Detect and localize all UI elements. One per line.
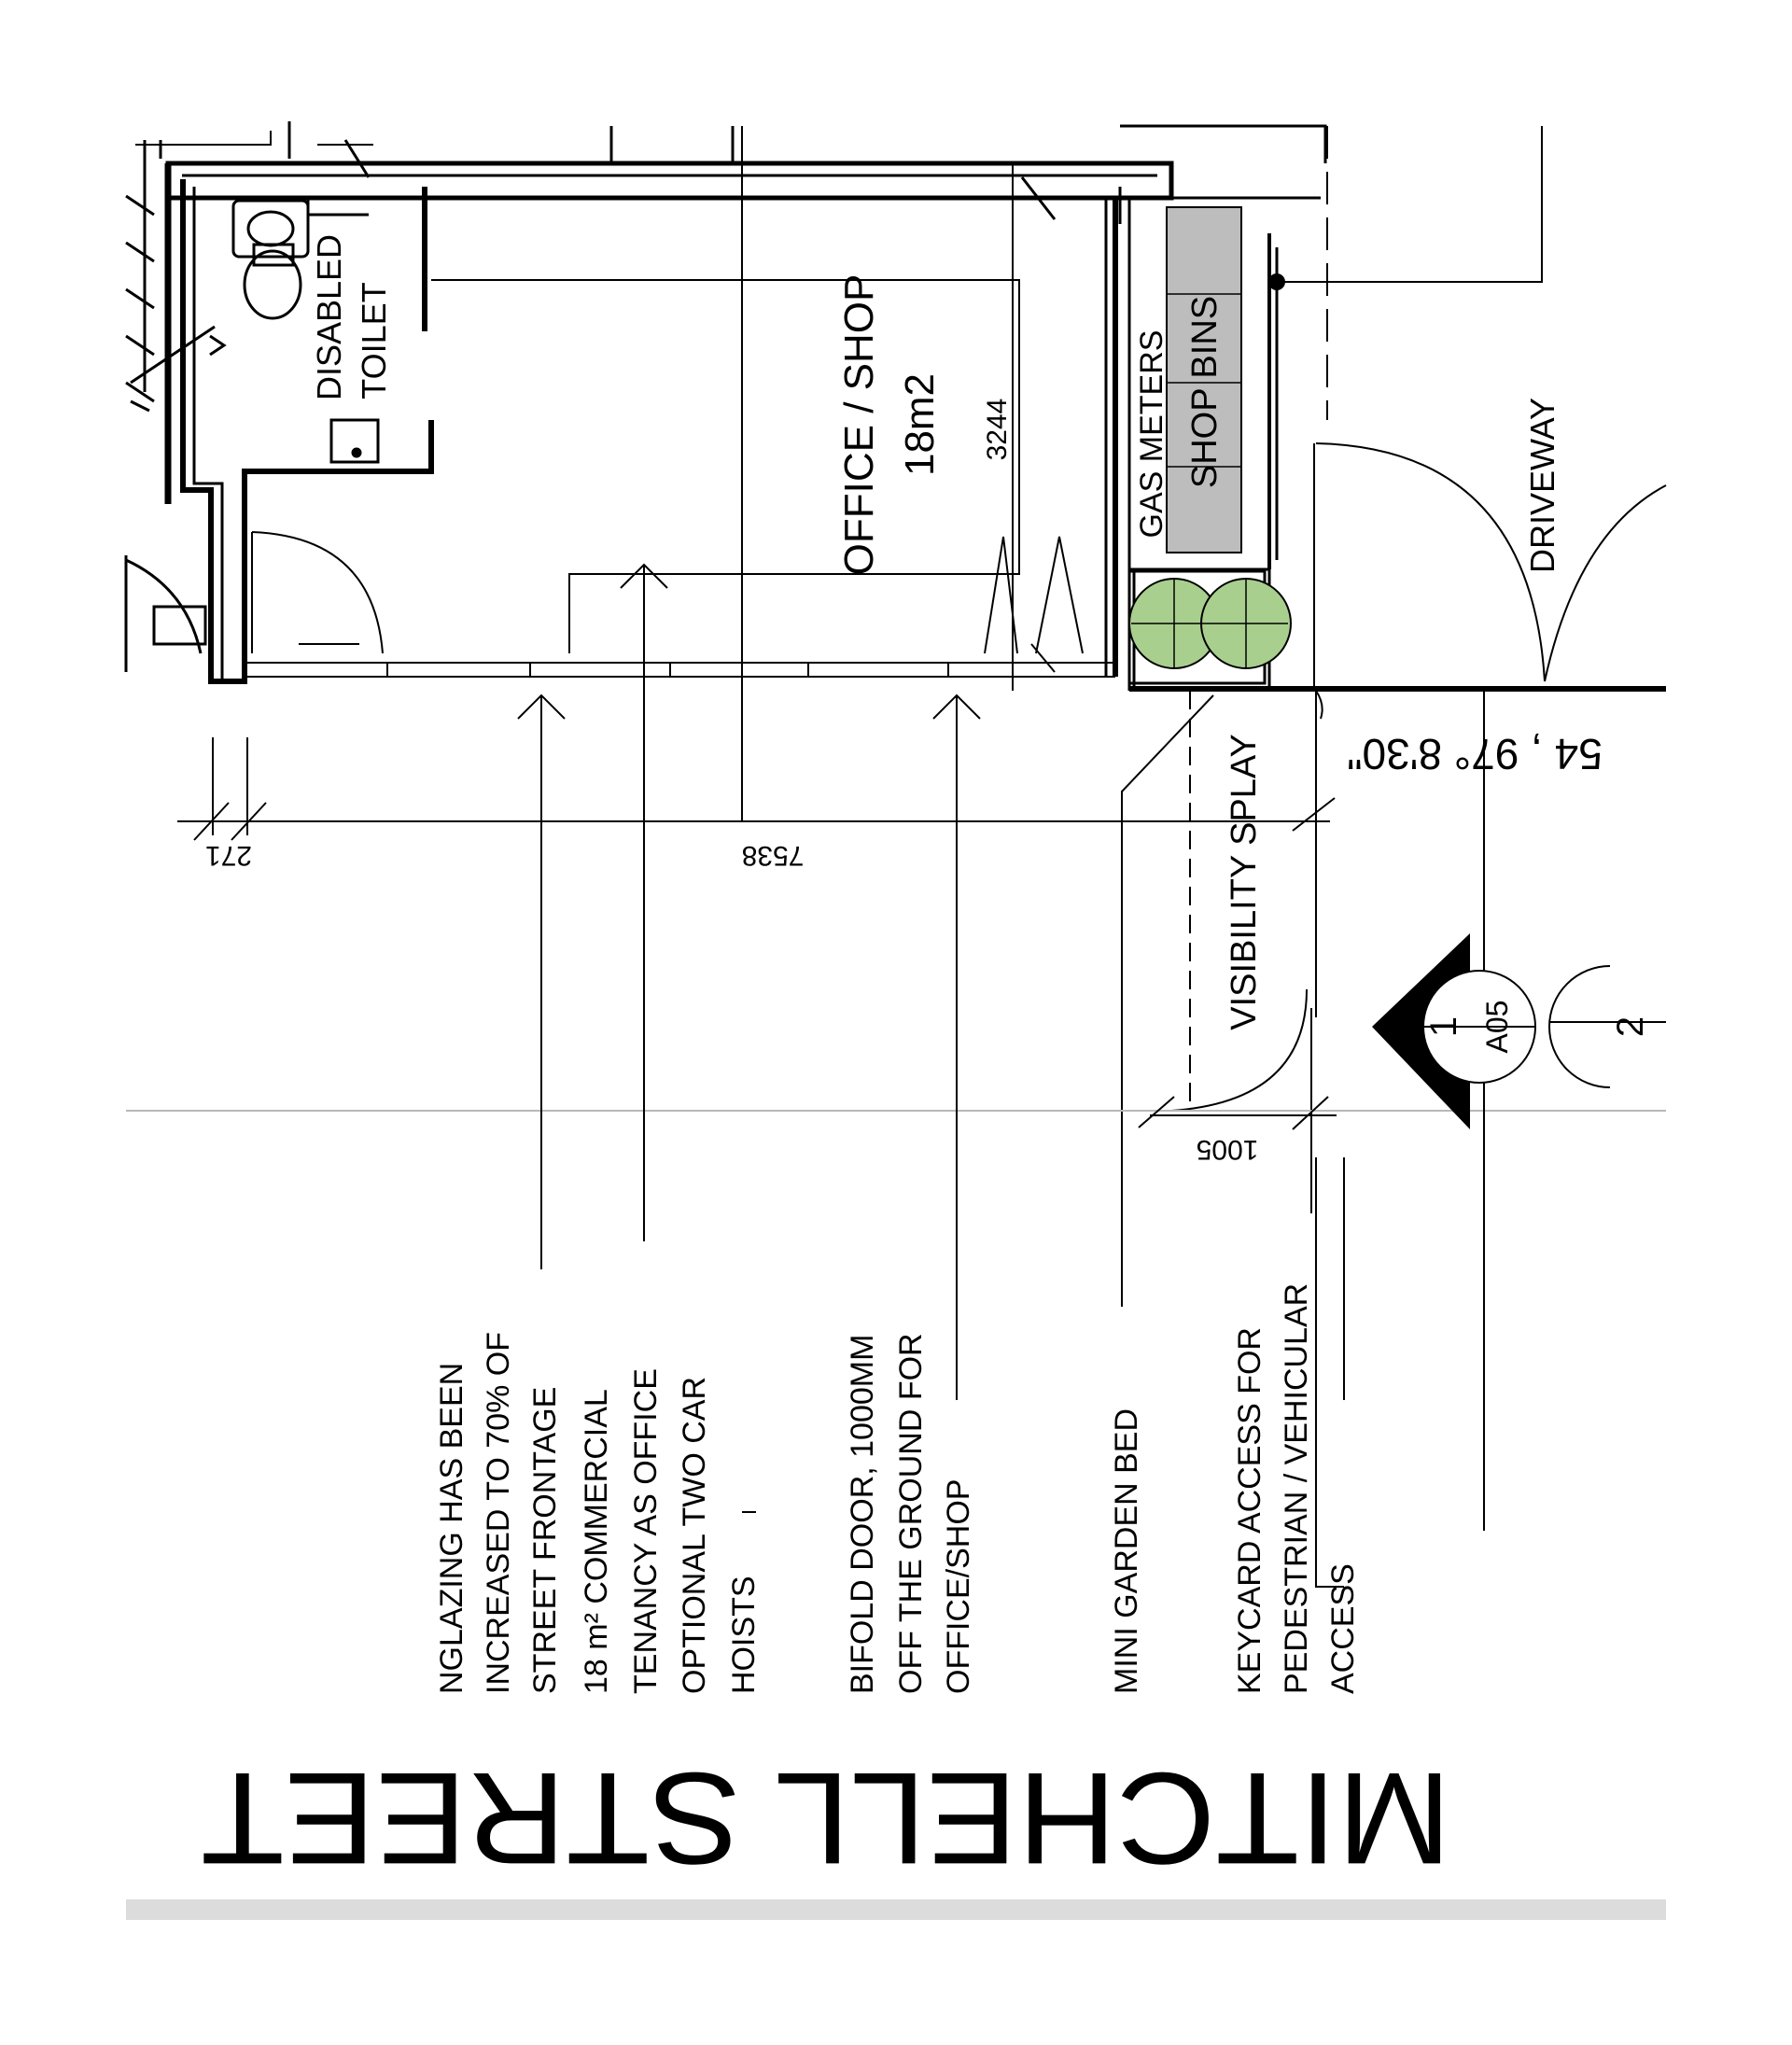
section-marker xyxy=(1372,933,1666,1129)
section-next-number: 2 xyxy=(1610,1016,1651,1037)
stair-context xyxy=(124,140,216,672)
dimension-room-depth: 3244 xyxy=(982,399,1013,461)
note-tenancy-line-3: OPTIONAL TWO CAR xyxy=(677,1377,712,1694)
street-edge-bar xyxy=(126,1899,1666,1920)
note-garden-line-1: MINI GARDEN BED xyxy=(1109,1408,1144,1694)
note-glazing: NGLAZING HAS BEEN INCREASED TO 70% OF ST… xyxy=(434,1332,563,1694)
hoist-marks xyxy=(984,536,1084,673)
gas-meters-label: GAS METERS xyxy=(1134,330,1169,539)
note-glazing-line-2: INCREASED TO 70% OF xyxy=(481,1332,516,1694)
dimension-wall: 271 xyxy=(205,840,252,871)
shop-bins-label: SHOP BINS xyxy=(1185,296,1225,488)
office-area-label: 18m2 xyxy=(897,373,943,476)
building-walls xyxy=(135,121,1327,691)
planter-bed xyxy=(1127,569,1292,685)
street-name: MITCHELL STREET xyxy=(201,1745,1451,1892)
note-bifold: BIFOLD DOOR, 1000MM OFF THE GROUND FOR O… xyxy=(845,1333,976,1694)
note-tenancy-line-1: 18 m² COMMERCIAL xyxy=(579,1389,614,1694)
office-name-label: OFFICE / SHOP xyxy=(836,274,882,576)
dimension-splay: 1005 xyxy=(1197,1134,1259,1165)
note-keycard-line-3: ACCESS xyxy=(1325,1563,1361,1694)
toilet-label-2: TOILET xyxy=(355,282,393,399)
boundary xyxy=(1121,686,1666,1307)
leader-lines xyxy=(517,563,1345,1513)
note-keycard: KEYCARD ACCESS FOR PEDESTRIAN / VEHICULA… xyxy=(1232,1283,1361,1694)
toilet-fixtures xyxy=(209,196,380,464)
driveway-gates xyxy=(1313,126,1667,686)
driveway-label: DRIVEWAY xyxy=(1523,398,1561,573)
note-glazing-line-3: STREET FRONTAGE xyxy=(527,1387,563,1694)
note-glazing-line-1: NGLAZING HAS BEEN xyxy=(434,1363,469,1694)
note-tenancy: 18 m² COMMERCIAL TENANCY AS OFFICE OPTIO… xyxy=(579,1368,762,1694)
note-keycard-line-2: PEDESTRIAN / VEHICULAR xyxy=(1279,1283,1314,1694)
section-number: 1 xyxy=(1423,1016,1464,1037)
dimension-lines xyxy=(177,126,1485,1588)
section-sheet: A05 xyxy=(1480,1001,1514,1054)
dimension-frontage: 7538 xyxy=(742,840,805,871)
toilet-label-1: DISABLED xyxy=(310,234,348,400)
note-tenancy-line-2: TENANCY AS OFFICE xyxy=(628,1368,664,1694)
note-keycard-line-1: KEYCARD ACCESS FOR xyxy=(1232,1327,1267,1694)
note-bifold-line-3: OFFICE/SHOP xyxy=(941,1479,976,1694)
visibility-splay-label: VISIBILITY SPLAY xyxy=(1225,734,1264,1030)
note-garden: MINI GARDEN BED xyxy=(1109,1408,1144,1694)
note-tenancy-line-4: HOISTS xyxy=(726,1576,762,1694)
note-bifold-line-2: OFF THE GROUND FOR xyxy=(893,1333,929,1694)
bin-area xyxy=(1166,126,1543,560)
boundary-bearing: 54 , 97° 8'30" xyxy=(1347,730,1603,778)
note-bifold-line-1: BIFOLD DOOR, 1000MM xyxy=(845,1335,880,1694)
doors xyxy=(251,279,1020,654)
